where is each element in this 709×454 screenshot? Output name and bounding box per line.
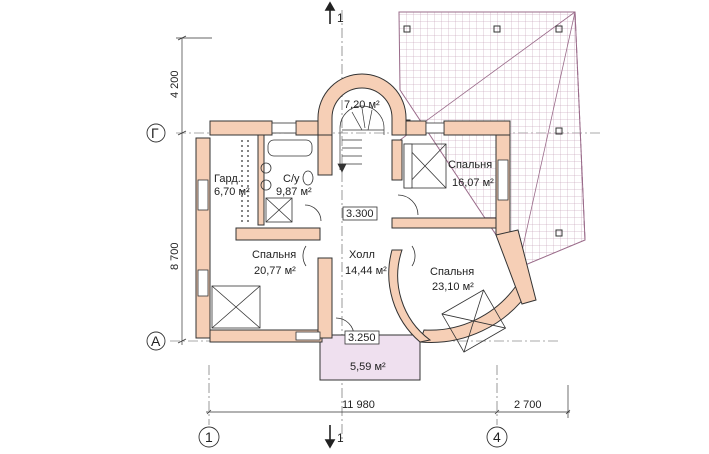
hall-name: Холл [349, 249, 375, 261]
balcony-area: 5,59 м² [350, 361, 386, 373]
section-cut-marks [324, 1, 336, 449]
dimension-lines [176, 35, 571, 418]
section-label-top: 1 [337, 11, 344, 25]
level-hall: 3.300 [346, 208, 374, 220]
dim-left-upper: 4 200 [169, 70, 181, 98]
axis-label-4: 4 [493, 429, 501, 445]
bedroom-se-area: 23,10 м² [432, 281, 474, 293]
level-marks [342, 206, 380, 345]
furniture [211, 139, 507, 353]
level-balcony: 3.250 [348, 332, 376, 344]
bedroom-ne-name: Спальня [448, 159, 492, 171]
dim-left-lower: 8 700 [169, 242, 181, 270]
stair [337, 105, 385, 173]
axis-label-1: 1 [205, 429, 213, 445]
wardrobe-area: 6,70 м² [214, 186, 250, 198]
bath-name: С/у [283, 173, 300, 185]
axis-label-a: А [151, 333, 161, 349]
dim-bottom-right: 2 700 [514, 399, 542, 411]
section-label-bottom: 1 [337, 431, 344, 445]
bedroom-w-area: 20,77 м² [254, 265, 296, 277]
windows [197, 122, 509, 341]
stair-area: 7,20 м² [344, 99, 380, 111]
bedroom-ne-area: 16,07 м² [452, 177, 494, 189]
axis-bubbles [146, 123, 508, 448]
bedroom-w-name: Спальня [252, 249, 296, 261]
axis-label-g: Г [151, 125, 159, 141]
dim-bottom-main: 11 980 [342, 399, 375, 411]
bath-area: 9,87 м² [276, 186, 312, 198]
roof-canopy [398, 11, 586, 269]
hall-area: 14,44 м² [345, 265, 387, 277]
wardrobe-name: Гард. [214, 173, 241, 185]
bedroom-se-name: Спальня [430, 266, 474, 278]
